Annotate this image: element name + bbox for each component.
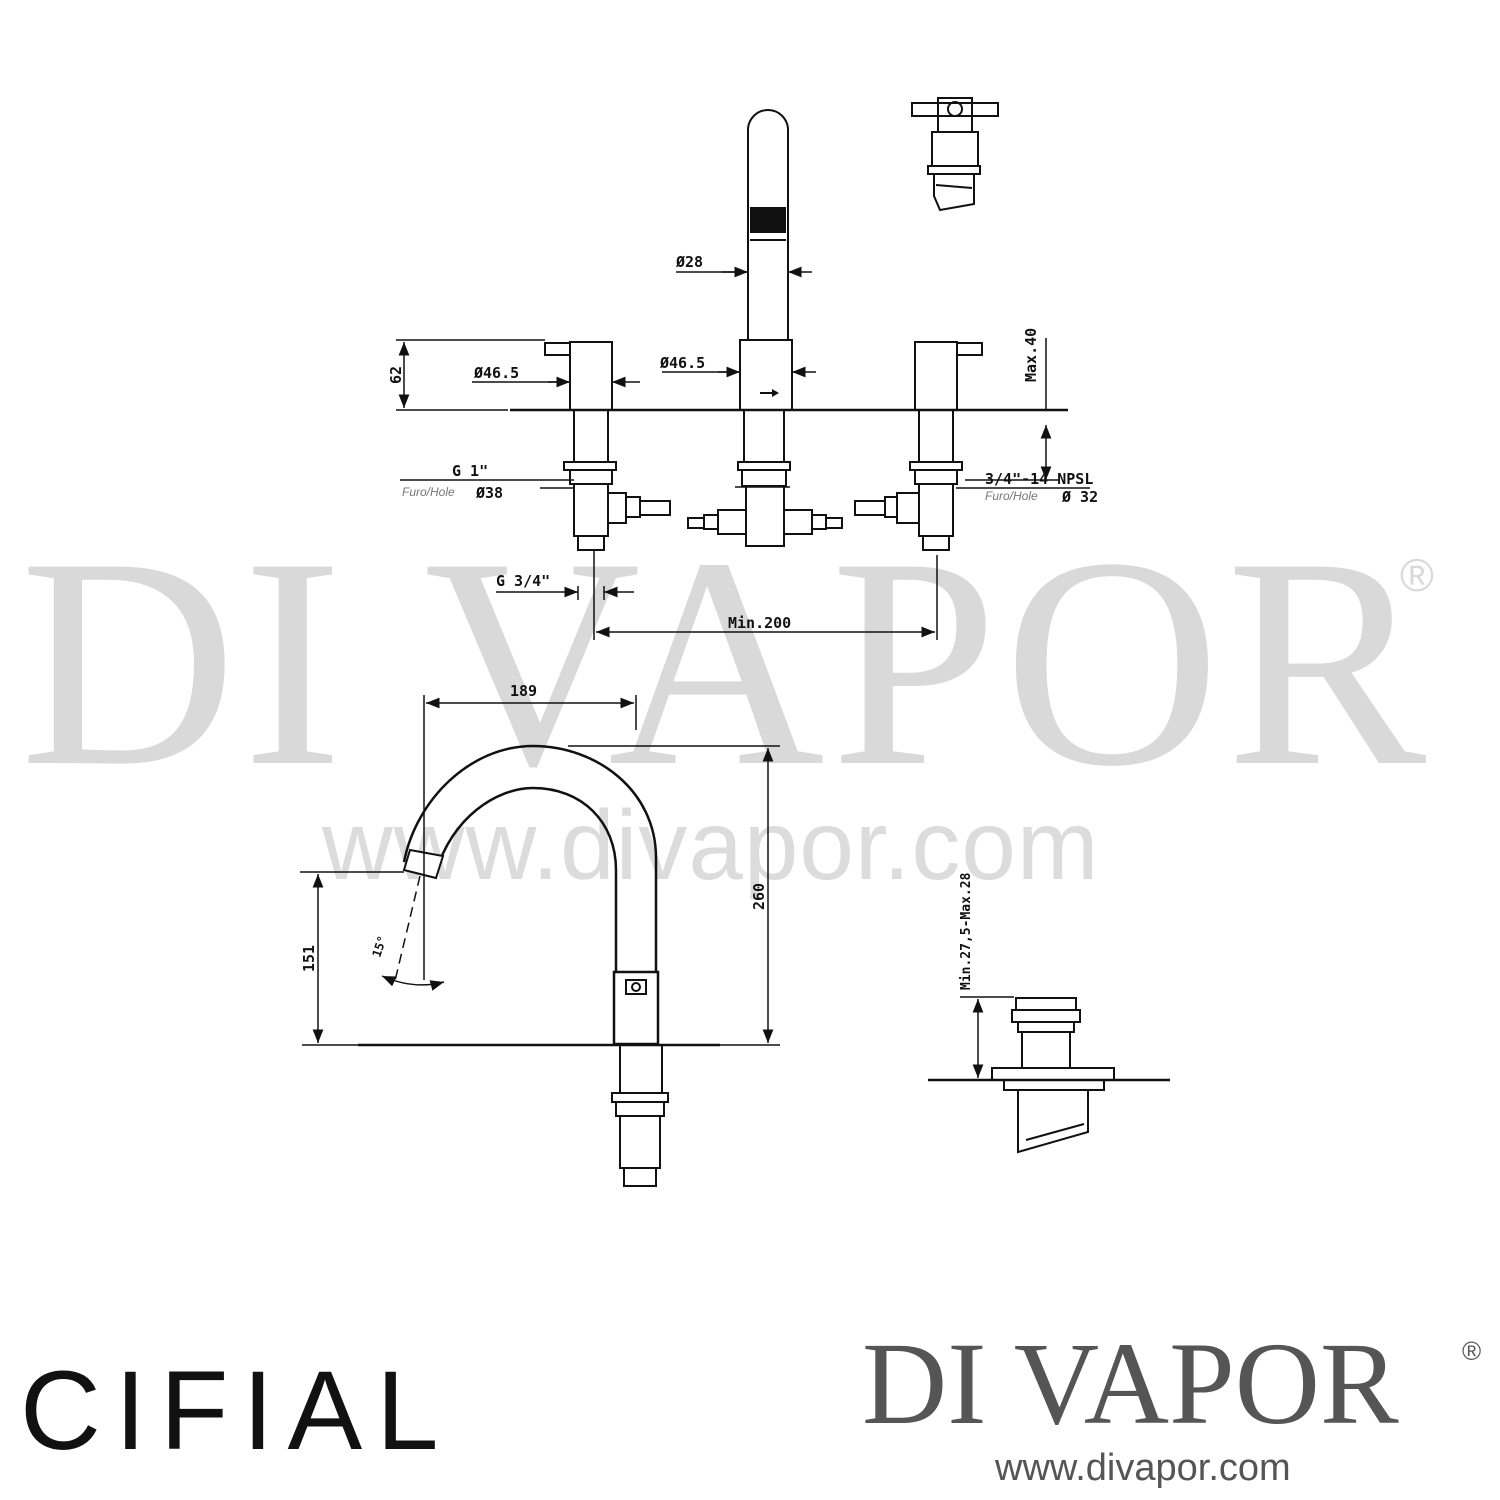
top-elevation-view: Ø28 Ø46.5 Ø46.5 62 Max.40 G 1" Furo/Hole… — [387, 97, 1098, 640]
dim-handle-diameter: Ø46.5 — [473, 364, 519, 382]
dim-spout-reach: 189 — [510, 682, 537, 700]
top-dimension-lines — [396, 266, 1090, 640]
dim-hole-right: Ø 32 — [1061, 488, 1098, 506]
watermark-registered-mark: ® — [1400, 549, 1434, 601]
watermark-brand: DI VAPOR — [20, 496, 1433, 828]
left-valve — [544, 341, 671, 551]
cross-handle-detail — [911, 97, 999, 212]
spout-base-body — [687, 339, 843, 547]
divapor-registered-mark: ® — [1462, 1336, 1482, 1366]
dim-handle-height: 62 — [387, 366, 405, 384]
side-dimension-lines — [300, 695, 780, 1046]
handle-fitting-detail: Min.27,5-Max.28 — [928, 872, 1170, 1154]
dim-spout-height: 260 — [750, 883, 768, 910]
gooseneck-spout — [402, 744, 658, 972]
dim-min-spacing: Min.200 — [728, 614, 791, 632]
spout-tube — [747, 109, 789, 340]
label-hole-right: Furo/Hole — [985, 489, 1038, 503]
label-hole-left: Furo/Hole — [402, 485, 455, 499]
dim-thread-g1: G 1" — [452, 462, 488, 480]
right-valve — [854, 341, 983, 551]
dim-hole-left: Ø38 — [475, 484, 503, 502]
watermark-url: www.divapor.com — [322, 790, 1100, 900]
dim-handle-fitting: Min.27,5-Max.28 — [959, 872, 974, 990]
divapor-url: www.divapor.com — [995, 1447, 1291, 1489]
side-elevation-view: 189 260 151 15° — [300, 682, 780, 1187]
dim-thread-g34: G 3/4" — [496, 572, 550, 590]
dim-spout-angle: 15° — [370, 934, 390, 959]
dim-thread-npsl: 3/4"-14 NPSL — [985, 470, 1093, 488]
dim-outlet-height: 151 — [300, 945, 318, 972]
dim-spout-base-diameter: Ø46.5 — [659, 354, 705, 372]
dim-spout-diameter: Ø28 — [675, 253, 703, 271]
cifial-logo: CIFIAL — [20, 1348, 453, 1473]
divapor-logo: DI VAPOR — [862, 1318, 1399, 1449]
dim-max-deck: Max.40 — [1022, 328, 1040, 382]
